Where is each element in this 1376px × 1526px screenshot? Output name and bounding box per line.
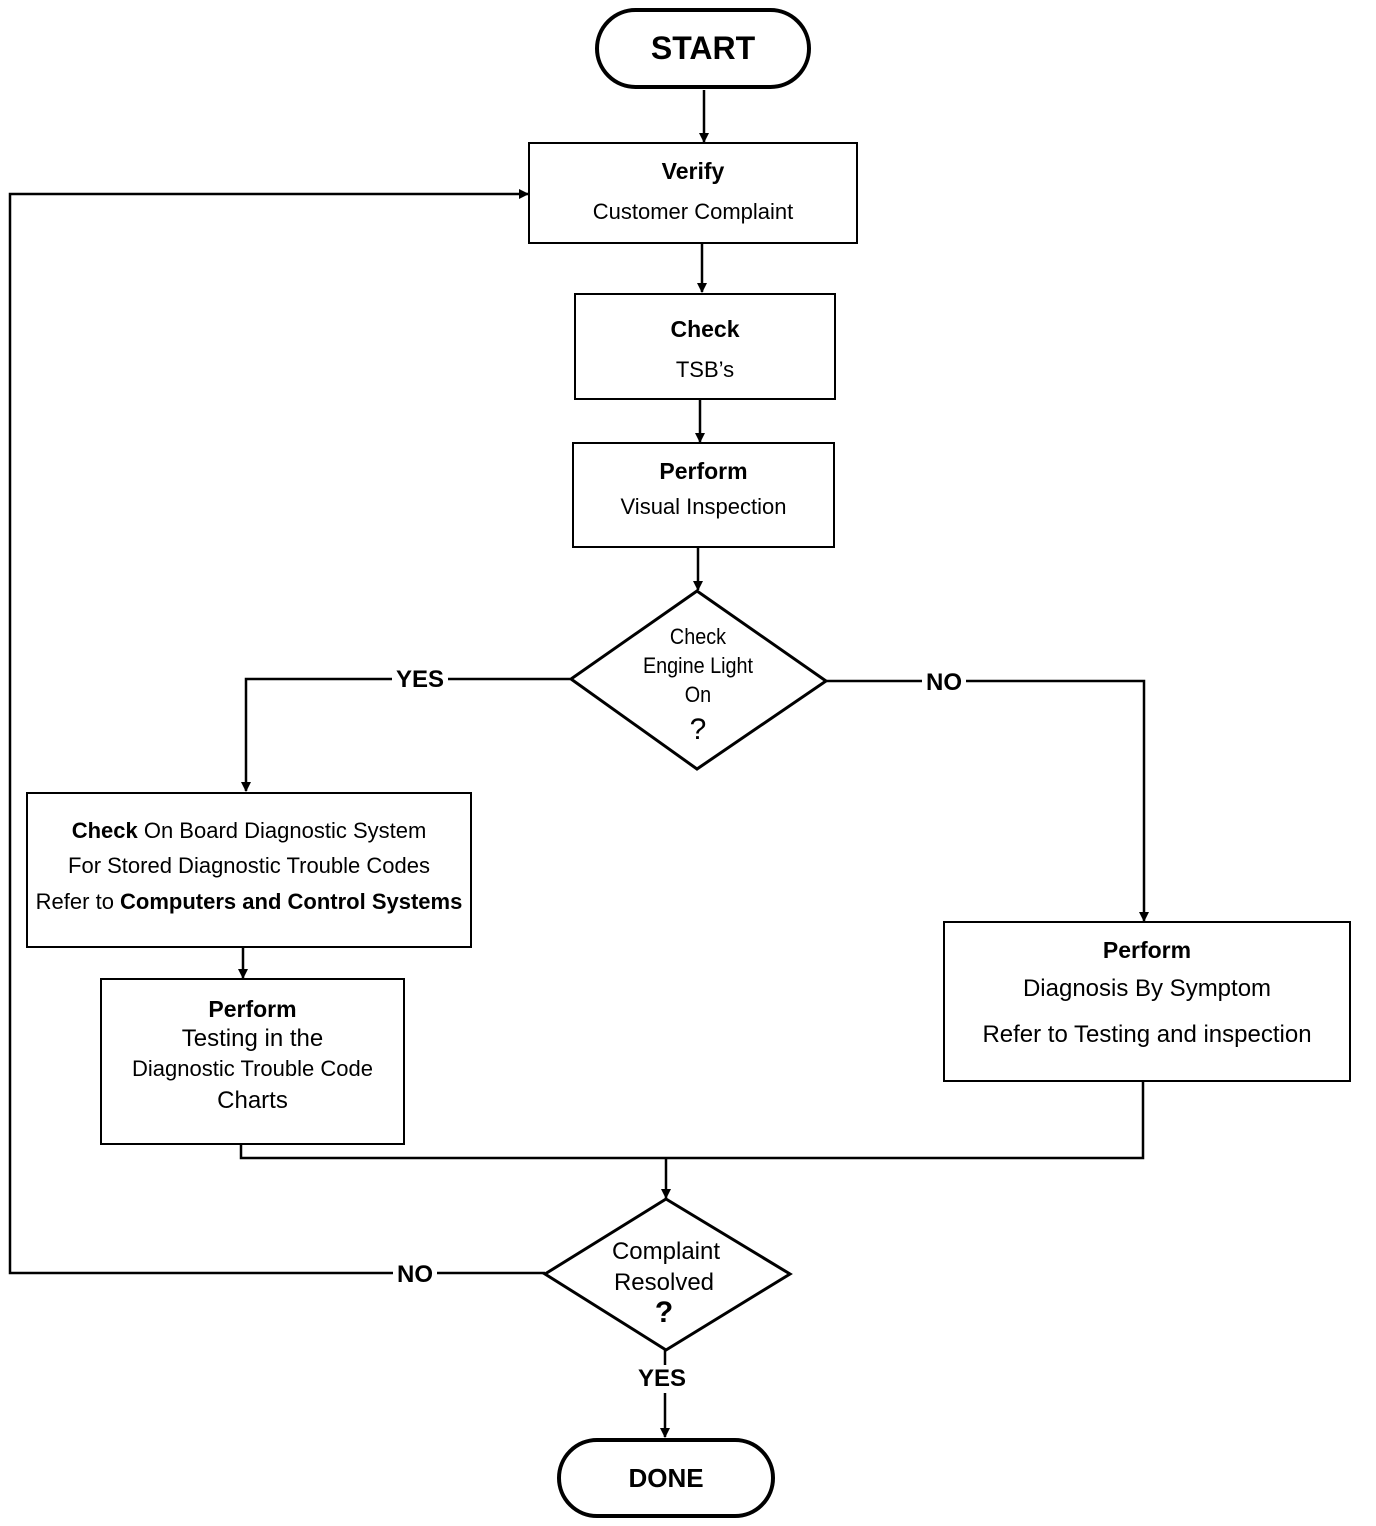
obd-line3-bold: Computers and Control Systems [120,889,463,914]
decision-resolved-line1: Complaint [611,1238,721,1265]
decision-engine-light-line2: Engine Light [642,653,754,678]
check-tsb-text: TSB’s [675,357,735,382]
decision-resolved-line2: Resolved [613,1269,715,1296]
obd-check-box: Check On Board Diagnostic System For Sto… [26,792,472,948]
decision-engine-light-line1: Check [669,624,727,649]
arrow-no-loop-to-verify [8,189,545,1275]
obd-line3-pre: Refer to [35,889,121,914]
verify-title: Verify [661,158,725,184]
dtc-testing-box: Perform Testing in the Diagnostic Troubl… [100,978,405,1145]
dtc-title: Perform [208,996,297,1022]
check-tsb-title: Check [670,316,740,342]
arrow-no-to-symptom [826,679,1149,922]
verify-text: Customer Complaint [592,199,794,224]
symptom-title: Perform [1102,937,1192,963]
obd-line1-bold: Check [71,818,138,843]
decision-engine-light-line3: On [684,682,712,707]
decision-engine-light-question: ? [689,713,707,746]
arrow-yes-to-obd [241,677,570,792]
done-terminal: DONE [557,1438,775,1518]
obd-line3: Refer to Computers and Control Systems [28,891,470,913]
visual-inspection-box: Perform Visual Inspection [572,442,835,548]
dtc-line2: Diagnostic Trouble Code [132,1056,373,1081]
dtc-line1: Testing in the [181,1025,324,1052]
symptom-diagnosis-box: Perform Diagnosis By Symptom Refer to Te… [943,921,1351,1082]
visual-inspection-title: Perform [659,458,748,484]
decision-engine-light-no-label: NO [922,669,966,697]
symptom-line2: Refer to Testing and inspection [982,1021,1312,1048]
decision-complaint-resolved-shape [542,1197,793,1352]
decision-resolved-no-label: NO [393,1261,437,1289]
decision-engine-light-yes-label: YES [392,666,449,694]
visual-inspection-text: Visual Inspection [620,494,787,519]
done-label: DONE [628,1462,704,1493]
merge-line [239,1082,1145,1160]
obd-line1-rest: On Board Diagnostic System [137,818,427,843]
check-tsb-box: Check TSB’s [574,293,836,400]
obd-line1: Check On Board Diagnostic System [28,820,470,842]
symptom-line1: Diagnosis By Symptom [1022,975,1272,1002]
start-terminal: START [595,8,811,89]
decision-resolved-question: ? [654,1296,674,1329]
obd-line2: For Stored Diagnostic Trouble Codes [68,853,430,878]
verify-box: Verify Customer Complaint [528,142,858,244]
start-label: START [650,30,756,66]
decision-resolved-yes-label: YES [634,1365,691,1393]
decision-engine-light-shape [568,589,829,771]
dtc-line3: Charts [217,1087,288,1114]
